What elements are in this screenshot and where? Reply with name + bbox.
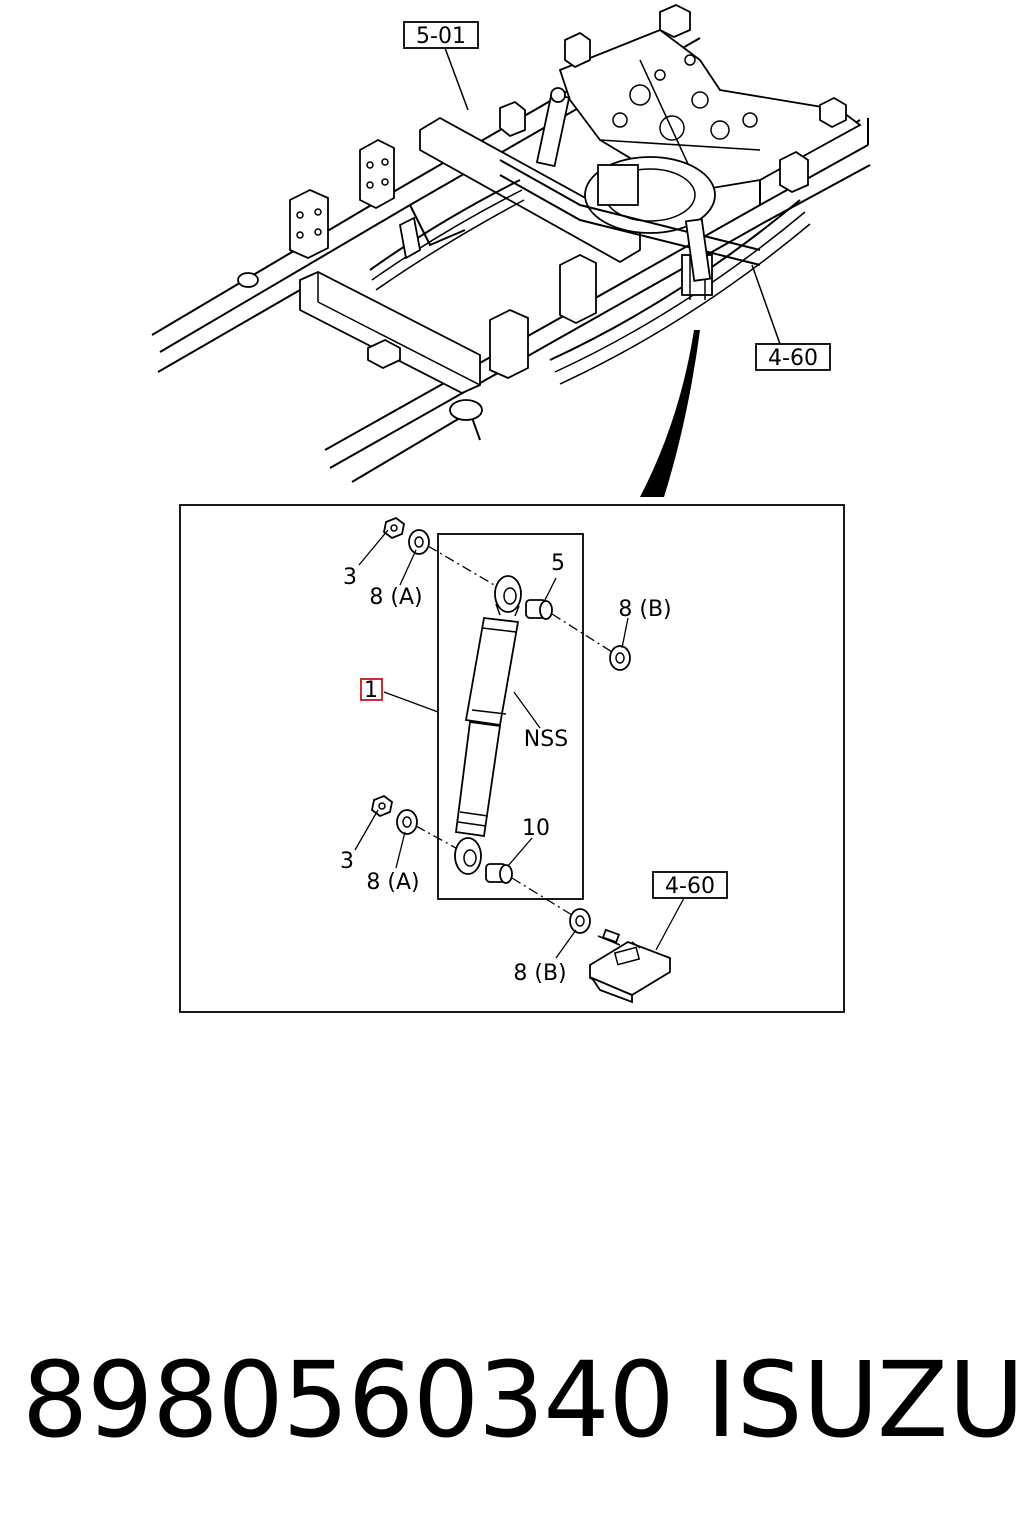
- bushing-b-top[interactable]: [609, 645, 631, 671]
- callout-bushing-10: 10: [522, 816, 550, 841]
- nut-top[interactable]: [383, 516, 405, 540]
- rear-crossmember: [419, 28, 862, 264]
- shock-absorber[interactable]: [454, 575, 522, 875]
- ref-frame-label: 5-01: [416, 24, 466, 49]
- chassis-frame-illustration: [151, 4, 871, 483]
- nut-bottom[interactable]: [371, 794, 393, 818]
- callout-bushing-a-bottom: 8 (A): [366, 870, 419, 895]
- callout-bushing-a-top: 8 (A): [369, 585, 422, 610]
- callout-nut-top: 3: [343, 565, 357, 590]
- mounting-bracket[interactable]: [589, 928, 671, 1004]
- detail-pointer: [640, 330, 700, 497]
- bushing-b-bottom[interactable]: [569, 908, 591, 934]
- ref-bracket-callout[interactable]: 4-60: [652, 871, 728, 899]
- front-crossmember: [299, 271, 481, 394]
- bushing-10[interactable]: [485, 863, 513, 884]
- bushing-a-top[interactable]: [408, 529, 430, 555]
- ref-spring-callout[interactable]: 4-60: [751, 264, 831, 371]
- leader-lines: [354, 529, 685, 959]
- shock-kit-outline: [437, 533, 584, 900]
- detail-panel: [179, 504, 845, 1013]
- ref-bracket-label: 4-60: [665, 874, 715, 899]
- callout-nut-bottom: 3: [340, 849, 354, 874]
- callout-bushing-5: 5: [551, 551, 565, 576]
- callout-bushing-b-top: 8 (B): [618, 597, 671, 622]
- ref-spring-label: 4-60: [768, 346, 818, 371]
- ref-frame-callout[interactable]: 5-01: [403, 21, 479, 111]
- callout-shock-absorber[interactable]: 1: [360, 678, 383, 703]
- frame-brackets: [237, 4, 847, 421]
- brand-name: ISUZU: [706, 1339, 1024, 1461]
- bushing-a-bottom[interactable]: [396, 809, 418, 835]
- callout-nss-note: NSS: [524, 727, 568, 752]
- callout-shock-absorber-label: 1: [364, 678, 378, 703]
- leaf-spring-left: [369, 179, 525, 291]
- highlight-box: [360, 678, 383, 701]
- callout-bushing-b-bottom: 8 (B): [513, 961, 566, 986]
- rear-axle: [499, 156, 761, 266]
- bushing-5[interactable]: [525, 599, 553, 620]
- shock-absorber-overview: [535, 87, 712, 282]
- part-number: 8980560340: [22, 1339, 675, 1461]
- assembly-lines: [415, 545, 613, 916]
